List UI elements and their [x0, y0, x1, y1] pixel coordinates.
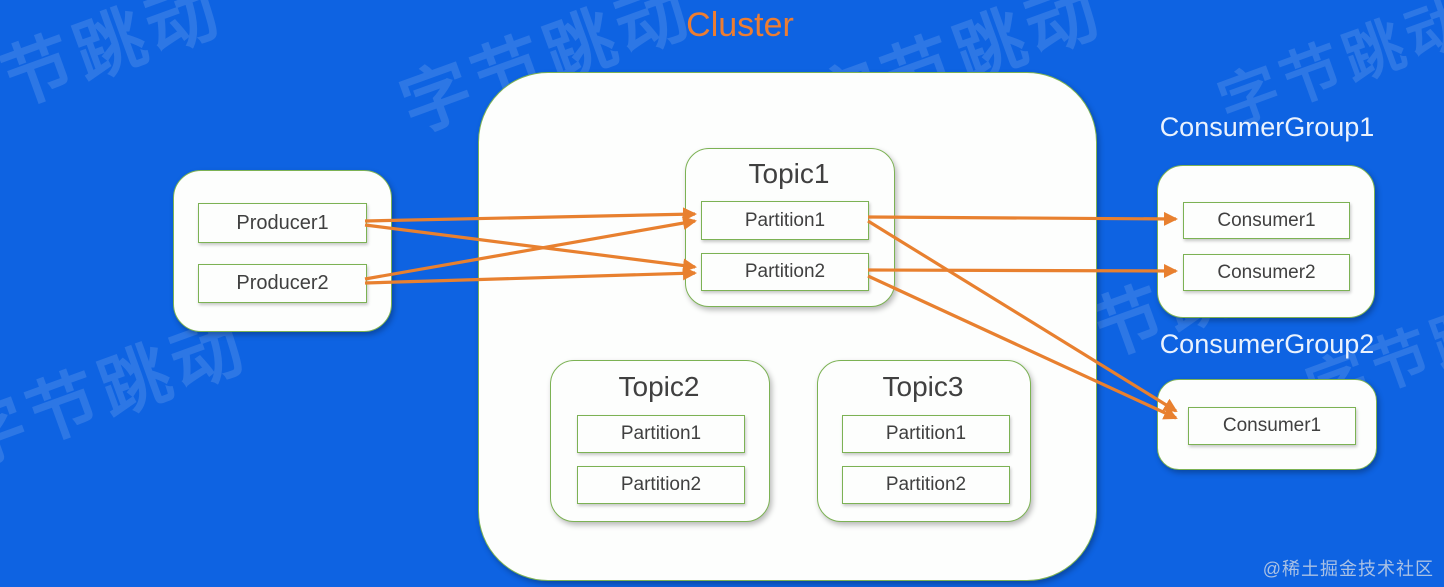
cluster-title: Cluster — [686, 6, 794, 44]
topic3-partition2-box: Partition2 — [842, 466, 1010, 504]
topic1-partition2-box: Partition2 — [701, 253, 869, 291]
topic2-title: Topic2 — [618, 371, 700, 402]
producer-group-panel — [173, 170, 392, 332]
topic1-partition1-box: Partition1 — [701, 201, 869, 240]
consumergroup1-consumer2-box: Consumer2 — [1183, 254, 1350, 291]
consumergroup1-label: ConsumerGroup1 — [1159, 112, 1375, 142]
producer2-box: Producer2 — [198, 264, 367, 303]
consumergroup1-consumer1-box: Consumer1 — [1183, 202, 1350, 239]
topic1-title: Topic1 — [748, 158, 830, 189]
consumergroup1-panel — [1157, 165, 1375, 318]
topic3-partition1-box: Partition1 — [842, 415, 1010, 453]
topic3-title: Topic3 — [882, 371, 964, 402]
topic2-partition1-box: Partition1 — [577, 415, 745, 453]
watermark-text: 字节跳动 — [0, 0, 234, 147]
producer1-box: Producer1 — [198, 203, 367, 243]
consumergroup2-label: ConsumerGroup2 — [1159, 329, 1375, 359]
topic2-partition2-box: Partition2 — [577, 466, 745, 504]
community-credit: @稀土掘金技术社区 — [1262, 559, 1434, 579]
consumergroup2-consumer1-box: Consumer1 — [1188, 407, 1356, 445]
